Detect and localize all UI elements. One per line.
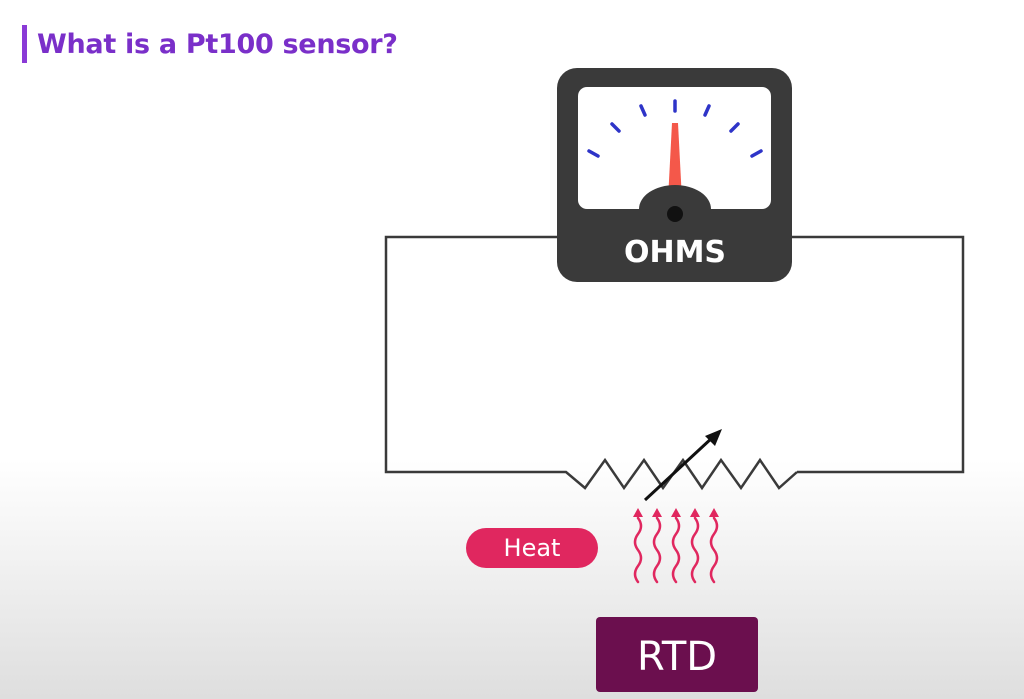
heat-badge: Heat (466, 528, 598, 568)
heat-wave-arrowheads (633, 508, 719, 517)
ohmmeter-icon: OHMS (557, 68, 792, 282)
page-title-block: What is a Pt100 sensor? (22, 25, 398, 63)
meter-needle-hub (639, 185, 711, 209)
heat-label: Heat (504, 534, 561, 562)
circuit-wire (384, 235, 965, 474)
rtd-block: RTD (596, 617, 758, 692)
page-title: What is a Pt100 sensor? (37, 28, 398, 60)
variable-resistor-icon (550, 429, 798, 502)
meter-needle-pivot (667, 206, 683, 222)
meter-label: OHMS (624, 235, 726, 270)
meter-scale-ticks (587, 99, 763, 158)
title-accent-bar (22, 25, 27, 63)
rtd-label: RTD (637, 634, 717, 680)
meter-needle (668, 123, 682, 200)
heat-waves-icon (633, 516, 719, 584)
